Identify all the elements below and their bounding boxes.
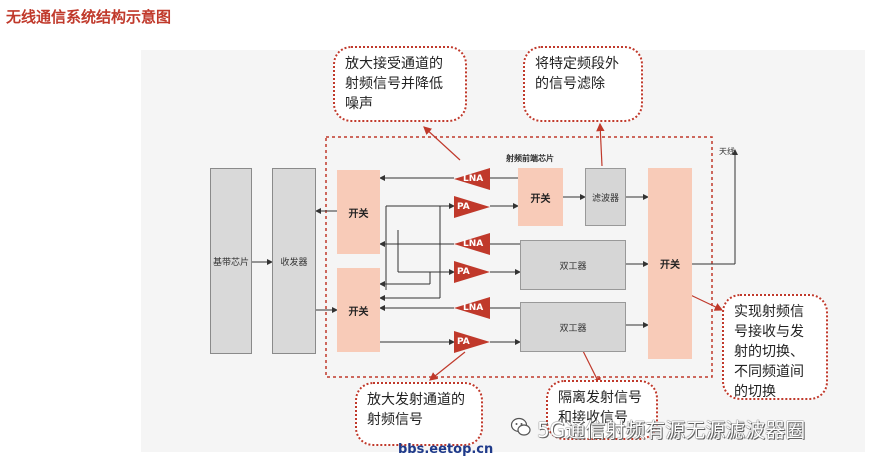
- baseband-chip: 基带芯片: [210, 168, 252, 354]
- lna-label-3: LNA: [463, 303, 484, 313]
- pa-triangle-1: [454, 196, 490, 218]
- callout-switch: 实现射频信号接收与发射的切换、不同频道间的切换: [722, 294, 828, 400]
- antenna-label: 天线: [719, 146, 735, 156]
- lna-label-2: LNA: [463, 239, 484, 249]
- callout-filter: 将特定频段外的信号滤除: [523, 46, 643, 122]
- watermark-text: 5G通信射频有源无源滤波器圈: [537, 418, 806, 442]
- callout-duplexer: 隔离发射信号和接收信号: [546, 380, 658, 440]
- switch-lower: 开关: [337, 268, 380, 352]
- pa-triangle-3: [454, 331, 490, 353]
- lna-triangle-2: [454, 233, 490, 255]
- pa-label-1: PA: [457, 202, 470, 212]
- lna-triangle-1: [454, 168, 490, 190]
- pa-triangle-2: [454, 261, 490, 283]
- switch-upper: 开关: [337, 170, 380, 254]
- wechat-icon: [510, 417, 531, 436]
- footer-url: bbs.eetop.cn: [398, 442, 494, 457]
- pa-label-3: PA: [457, 337, 470, 347]
- switch-antenna: 开关: [648, 168, 692, 359]
- lna-label-1: LNA: [463, 174, 484, 184]
- duplexer-1: 双工器: [520, 240, 626, 290]
- switch-band: 开关: [518, 168, 563, 226]
- lna-triangle-3: [454, 297, 490, 319]
- pa-label-2: PA: [457, 267, 470, 277]
- frontend-label: 射频前端芯片: [506, 153, 554, 163]
- transceiver: 收发器: [272, 168, 316, 354]
- filter: 滤波器: [585, 168, 626, 226]
- callout-pa: 放大发射通道的射频信号: [355, 382, 483, 446]
- duplexer-2: 双工器: [520, 302, 626, 352]
- page-title: 无线通信系统结构示意图: [6, 8, 172, 26]
- callout-lna: 放大接受通道的射频信号并降低噪声: [333, 46, 467, 122]
- frontend-boundary: [325, 136, 713, 378]
